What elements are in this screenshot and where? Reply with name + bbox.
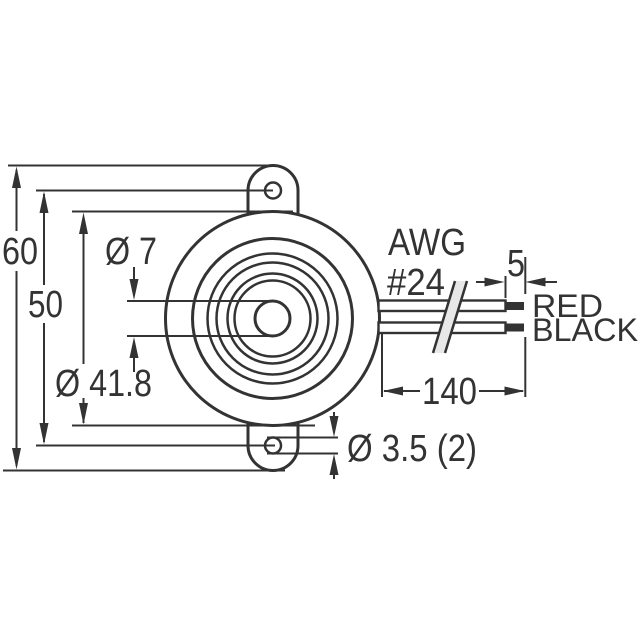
dim-50-label: 50 [28,284,63,326]
dim-center-hole-arrow-down-icon [129,279,139,300]
buzzer-ring-4 [226,272,319,365]
wire-gauge-label-line2: #24 [387,262,445,304]
wire-red-label: RED [532,288,603,324]
dim-60-label: 60 [2,231,38,273]
buzzer-ring-5 [233,279,312,358]
buzzer-ring-1 [191,237,354,400]
dim-body-arrow-down-icon [79,403,88,425]
dim-strip-length-label: 5 [507,243,525,285]
dim-length-arrow-left-icon [383,386,403,396]
dim-body-diameter-label: Ø 41.8 [55,363,152,405]
dim-mount-hole-arrow-up-icon [329,454,339,475]
dim-strip-arrow-right-icon [484,277,505,287]
dim-body-arrow-up-icon [79,212,88,234]
wire-black-conductor [505,323,524,332]
dim-mount-hole-label: Ø 3.5 (2) [347,428,477,470]
dim-length-arrow-right-icon [504,386,525,396]
dim-center-hole-label: Ø 7 [105,231,157,273]
dim-60-arrow-down-icon [12,448,21,470]
wire-black-label: BLACK [532,312,638,348]
wire-gauge-label-line1: AWG [388,222,466,264]
buzzer-flange-circle [164,210,381,427]
wire-red-conductor [505,302,524,310]
buzzer-ring-3 [215,261,330,376]
dim-center-hole-arrow-up-icon [129,337,139,358]
dim-50-arrow-up-icon [39,191,49,213]
wire-break-line-right [443,280,469,354]
dim-50-arrow-down-icon [39,423,49,445]
dim-60-arrow-up-icon [12,166,21,188]
wire-break-line-left [431,280,457,354]
dim-strip-arrow-left-icon [525,277,546,287]
buzzer-ring-2 [206,252,339,385]
dim-mount-hole-arrow-down-icon [329,416,339,437]
dim-wire-length-label: 140 [422,371,477,413]
wire-break-band [433,281,467,353]
